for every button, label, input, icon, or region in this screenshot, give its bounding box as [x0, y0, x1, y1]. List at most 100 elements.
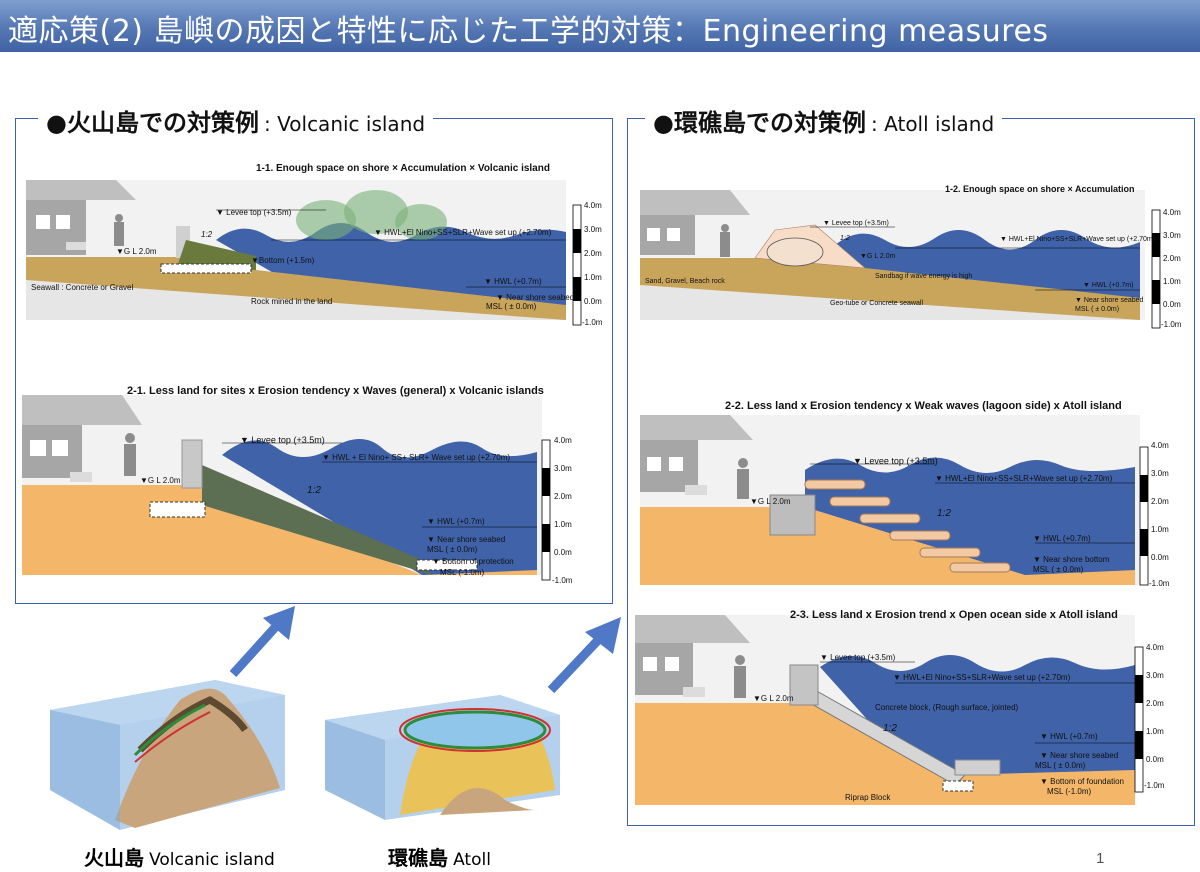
- d23-scale-3: 3.0m: [1146, 671, 1164, 680]
- d22-scale-3: 3.0m: [1151, 469, 1169, 478]
- d22-slope-label: 1:2: [937, 508, 951, 519]
- d12-sandbag-label: Sandbag if wave energy is high: [875, 273, 973, 280]
- d22-scale-0: 0.0m: [1151, 553, 1169, 562]
- slide-title: 適応策(2) 島嶼の成因と特性に応じた工学的対策：Engineering mea…: [8, 14, 1049, 49]
- d11-scale-2: 2.0m: [584, 249, 602, 258]
- d12-scale-3: 3.0m: [1163, 231, 1181, 240]
- diagram-2-2-caption: 2-2. Less land x Erosion tendency x Weak…: [725, 400, 1122, 412]
- d12-levee-label: ▼ Levee top (+3.5m): [823, 220, 889, 227]
- diagram-2-3: 2-3. Less land x Erosion trend x Open oc…: [635, 605, 1190, 815]
- d23-scale-2: 2.0m: [1146, 699, 1164, 708]
- volcanic-island-illustration: [50, 680, 285, 830]
- d21-scale-3: 3.0m: [554, 464, 572, 473]
- d21-gl-label: ▼G L 2.0m: [140, 476, 181, 485]
- d12-gl-label: ▼G L 2.0m: [860, 253, 896, 260]
- d11-scale-3: 3.0m: [584, 225, 602, 234]
- volcanic-label-jp: 火山島: [84, 846, 144, 870]
- d21-scale-4: 4.0m: [554, 436, 572, 445]
- atoll-title-en: : Atoll island: [871, 112, 995, 136]
- d12-scale-4: 4.0m: [1163, 208, 1181, 217]
- d22-hwl2-label: ▼ HWL (+0.7m): [1033, 534, 1091, 543]
- diagram-2-3-caption: 2-3. Less land x Erosion trend x Open oc…: [790, 609, 1118, 621]
- volcanic-island-label: 火山島 Volcanic island: [84, 842, 275, 871]
- d12-scale-0: 0.0m: [1163, 300, 1181, 309]
- page-number: 1: [1096, 850, 1105, 867]
- d23-scale-m1: -1.0m: [1144, 781, 1165, 790]
- d11-bottom-label: ▼Bottom (+1.5m): [251, 256, 315, 265]
- d21-msl-label: MSL ( ± 0.0m): [427, 545, 478, 554]
- volcanic-title-en: : Volcanic island: [264, 112, 426, 136]
- atoll-island-illustration: [325, 695, 560, 820]
- d23-seabed-label: ▼ Near shore seabed: [1040, 751, 1119, 760]
- d23-msl-label: MSL ( ± 0.0m): [1035, 761, 1086, 770]
- d23-gl-label: ▼G L 2.0m: [753, 694, 794, 703]
- diagram-2-1: 2-1. Less land for sites x Erosion tende…: [22, 380, 602, 595]
- d22-scale-2: 2.0m: [1151, 497, 1169, 506]
- atoll-label-jp: 環礁島: [388, 846, 448, 870]
- d12-msl-label: MSL ( ± 0.0m): [1075, 306, 1120, 313]
- diagram-1-2: 1-2. Enough space on shore × Accumulatio…: [635, 180, 1190, 335]
- diagram-2-3-graphic: [635, 615, 1144, 805]
- d21-levee-label: ▼ Levee top (+3.5m): [240, 435, 325, 445]
- d12-seabed-label: ▼ Near shore seabed: [1075, 297, 1144, 304]
- volcanic-panel-title: ●火山島での対策例 : Volcanic island: [38, 103, 434, 138]
- d12-scale-1: 1.0m: [1163, 277, 1181, 286]
- diagram-1-2-graphic: [640, 190, 1161, 329]
- d21-bop-label: ▼ Bottom of protection: [432, 557, 514, 566]
- d21-scale-1: 1.0m: [554, 520, 572, 529]
- d22-levee-label: ▼ Levee top (+3.5m): [853, 456, 938, 466]
- d23-slope-label: 1:2: [883, 723, 897, 734]
- d11-hwl2-label: ▼ HWL (+0.7m): [484, 277, 542, 286]
- d11-scale-4: 4.0m: [584, 201, 602, 210]
- d21-scale-2: 2.0m: [554, 492, 572, 501]
- d23-concrete-label: Concrete block, (Rough surface, jointed): [875, 703, 1019, 712]
- d21-hwl2-label: ▼ HWL (+0.7m): [427, 517, 485, 526]
- d11-msl-label: MSL ( ± 0.0m): [486, 302, 537, 311]
- atoll-island-block: [320, 690, 565, 825]
- volcanic-island-block: [45, 670, 295, 840]
- d23-scale-0: 0.0m: [1146, 755, 1164, 764]
- diagram-1-1: 1-1. Enough space on shore × Accumulatio…: [26, 160, 606, 335]
- d12-hwl-label: ▼ HWL+El Nino+SS+SLR+Wave set up (+2.70m…: [1000, 236, 1156, 243]
- d21-hwl-label: ▼ HWL + El Nino+ SS+ SLR+ Wave set up (+…: [322, 453, 511, 462]
- d11-levee-label: ▼ Levee top (+3.5m): [216, 208, 292, 217]
- d11-gl-label: ▼G L 2.0m: [116, 247, 157, 256]
- d21-msl2-label: MSL (-1.0m): [440, 568, 485, 577]
- d22-hwl-label: ▼ HWL+El Nino+SS+SLR+Wave set up (+2.70m…: [935, 474, 1113, 483]
- d23-hwl2-label: ▼ HWL (+0.7m): [1040, 732, 1098, 741]
- atoll-title-jp: ●環礁島での対策例: [653, 109, 866, 137]
- d22-scale-m1: -1.0m: [1149, 579, 1170, 588]
- arrow-to-atoll-panel: [543, 612, 628, 697]
- d12-geotube-label: Geo-tube or Concrete seawall: [830, 300, 923, 307]
- arrow-to-volcanic-panel: [225, 600, 305, 680]
- d12-scale-2: 2.0m: [1163, 254, 1181, 263]
- d11-seabed-label: ▼ Near shore seabed: [496, 293, 575, 302]
- diagram-2-1-caption: 2-1. Less land for sites x Erosion tende…: [127, 385, 544, 397]
- d22-scale-1: 1.0m: [1151, 525, 1169, 534]
- d23-levee-label: ▼ Levee top (+3.5m): [820, 653, 896, 662]
- d12-sand-label: Sand, Gravel, Beach rock: [645, 278, 725, 285]
- d23-bof-label: ▼ Bottom of foundation: [1040, 777, 1124, 786]
- volcanic-label-en: Volcanic island: [149, 850, 275, 870]
- d23-msl2-label: MSL (-1.0m): [1047, 787, 1092, 796]
- d11-hwl-label: ▼ HWL+El Nino+SS+SLR+Wave set up (+2.70m…: [374, 228, 552, 237]
- diagram-1-1-graphic: [26, 180, 582, 326]
- d11-scale-0: 0.0m: [584, 297, 602, 306]
- d22-scale-4: 4.0m: [1151, 441, 1169, 450]
- d22-seabed-label: ▼ Near shore bottom: [1033, 555, 1110, 564]
- d12-scale-m1: -1.0m: [1161, 320, 1182, 329]
- d22-gl-label: ▼G L 2.0m: [750, 497, 791, 506]
- diagram-2-2-graphic: [640, 415, 1149, 586]
- d22-msl-label: MSL ( ± 0.0m): [1033, 565, 1084, 574]
- atoll-island-label: 環礁島 Atoll: [388, 842, 491, 871]
- d21-scale-m1: -1.0m: [552, 576, 573, 585]
- volcanic-title-jp: ●火山島での対策例: [46, 109, 259, 137]
- diagram-1-2-caption: 1-2. Enough space on shore × Accumulatio…: [945, 184, 1135, 194]
- d21-seabed-label: ▼ Near shore seabed: [427, 535, 506, 544]
- arrow-up-right-icon: [547, 617, 621, 694]
- title-bar: 適応策(2) 島嶼の成因と特性に応じた工学的対策：Engineering mea…: [0, 0, 1200, 52]
- d11-seawall-label: Seawall : Concrete or Gravel: [31, 283, 134, 292]
- d12-hwl2-label: ▼ HWL (+0.7m): [1083, 282, 1134, 289]
- d11-slope-label: 1:2: [201, 230, 213, 239]
- d23-scale-4: 4.0m: [1146, 643, 1164, 652]
